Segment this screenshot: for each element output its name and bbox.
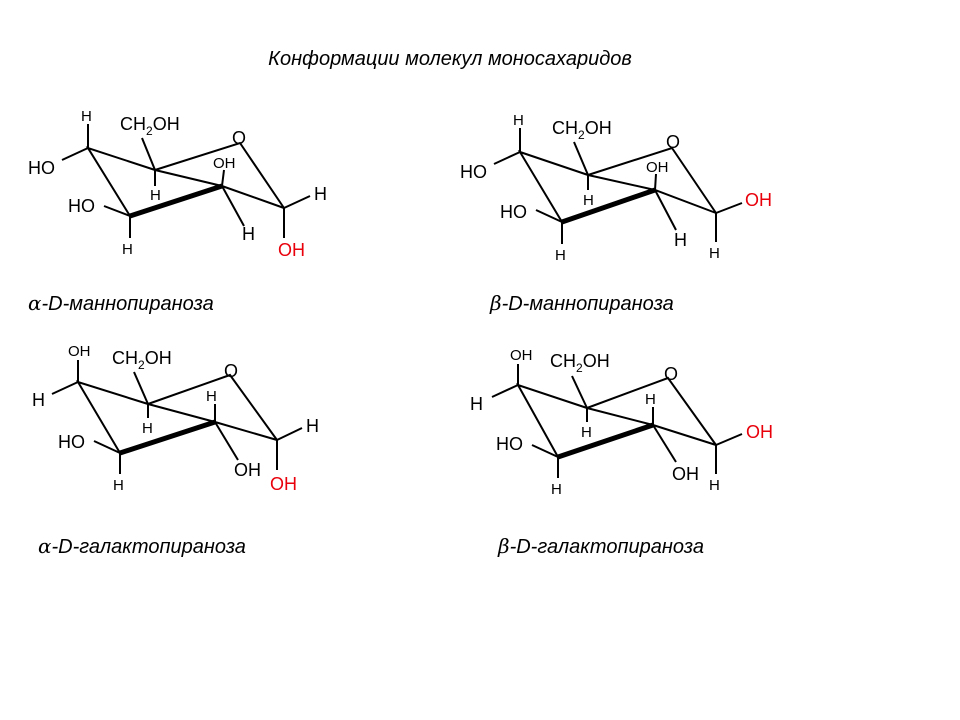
alpha-galactose-h1: H bbox=[32, 390, 45, 410]
caption-beta-galactose: β-D-галактопираноза bbox=[498, 534, 704, 558]
beta-mannose-oh2: OH bbox=[646, 159, 669, 176]
alpha-mannose-ho1: HO bbox=[28, 158, 55, 178]
beta-mannose-ho1: HO bbox=[460, 162, 487, 182]
caption-beta-mannose: β-D-маннопираноза bbox=[490, 291, 674, 315]
beta-galactose-ring-o: O bbox=[664, 364, 678, 384]
beta-mannose-h2: H bbox=[583, 192, 594, 209]
caption-alpha-galactose: α-D-галактопираноза bbox=[38, 534, 246, 558]
beta-mannose-ch2oh: CH2OH bbox=[552, 118, 612, 142]
beta-galactose-h5: H bbox=[709, 477, 720, 494]
beta-galactose-ho: HO bbox=[496, 434, 523, 454]
alpha-galactose-ch2oh: CH2OH bbox=[112, 348, 172, 372]
alpha-galactose-oh1: OH bbox=[68, 343, 91, 360]
alpha-galactose-oh2: OH bbox=[234, 460, 261, 480]
alpha-galactose-h2: H bbox=[206, 388, 217, 405]
beta-mannose-bonds bbox=[493, 128, 743, 244]
beta-mannose-ho2: HO bbox=[500, 202, 527, 222]
alpha-mannose-bonds bbox=[61, 124, 311, 238]
alpha-mannose-anomeric-oh: OH bbox=[278, 240, 305, 260]
beta-mannose-anomeric-oh: OH bbox=[745, 190, 772, 210]
alpha-galactose-h4: H bbox=[306, 416, 319, 436]
caption-alpha-mannose: α-D-маннопираноза bbox=[28, 291, 214, 315]
beta-mannose-h5: H bbox=[709, 245, 720, 262]
beta-mannose-h4: H bbox=[555, 247, 566, 264]
beta-galactose-h1: H bbox=[470, 394, 483, 414]
beta-mannose-h1: H bbox=[513, 112, 524, 129]
alpha-galactose-bonds bbox=[51, 360, 303, 474]
alpha-mannose-ch2oh: CH2OH bbox=[120, 114, 180, 138]
alpha-galactose-anomeric-oh: OH bbox=[270, 474, 297, 494]
alpha-mannose-h1: H bbox=[81, 108, 92, 125]
beta-galactose-h4: H bbox=[551, 481, 562, 498]
beta-mannose-ring-o: O bbox=[666, 132, 680, 152]
beta-galactose-ch2oh: CH2OH bbox=[550, 351, 610, 375]
alpha-mannose-ring-o: O bbox=[232, 128, 246, 148]
beta-galactose-oh2: OH bbox=[672, 464, 699, 484]
beta-galactose-anomeric-oh: OH bbox=[746, 422, 773, 442]
alpha-galactose-ring-o: O bbox=[224, 361, 238, 381]
alpha-galactose-ho: HO bbox=[58, 432, 85, 452]
page-title: Конформации молекул моносахаридов bbox=[268, 48, 632, 70]
beta-mannose-h3: H bbox=[674, 230, 687, 250]
alpha-mannose-h4: H bbox=[242, 224, 255, 244]
alpha-galactose-h3: H bbox=[142, 420, 153, 437]
alpha-mannose-h5: H bbox=[122, 241, 133, 258]
beta-galactose-oh1: OH bbox=[510, 347, 533, 364]
alpha-galactose-h5: H bbox=[113, 477, 124, 494]
beta-galactose-h2: H bbox=[645, 391, 656, 408]
alpha-mannose-h3: H bbox=[314, 184, 327, 204]
beta-galactose-h3: H bbox=[581, 424, 592, 441]
alpha-mannose-ho2: HO bbox=[68, 196, 95, 216]
alpha-mannose-h2: H bbox=[150, 187, 161, 204]
alpha-mannose-oh2: OH bbox=[213, 155, 236, 172]
beta-galactose-bonds bbox=[491, 364, 743, 478]
